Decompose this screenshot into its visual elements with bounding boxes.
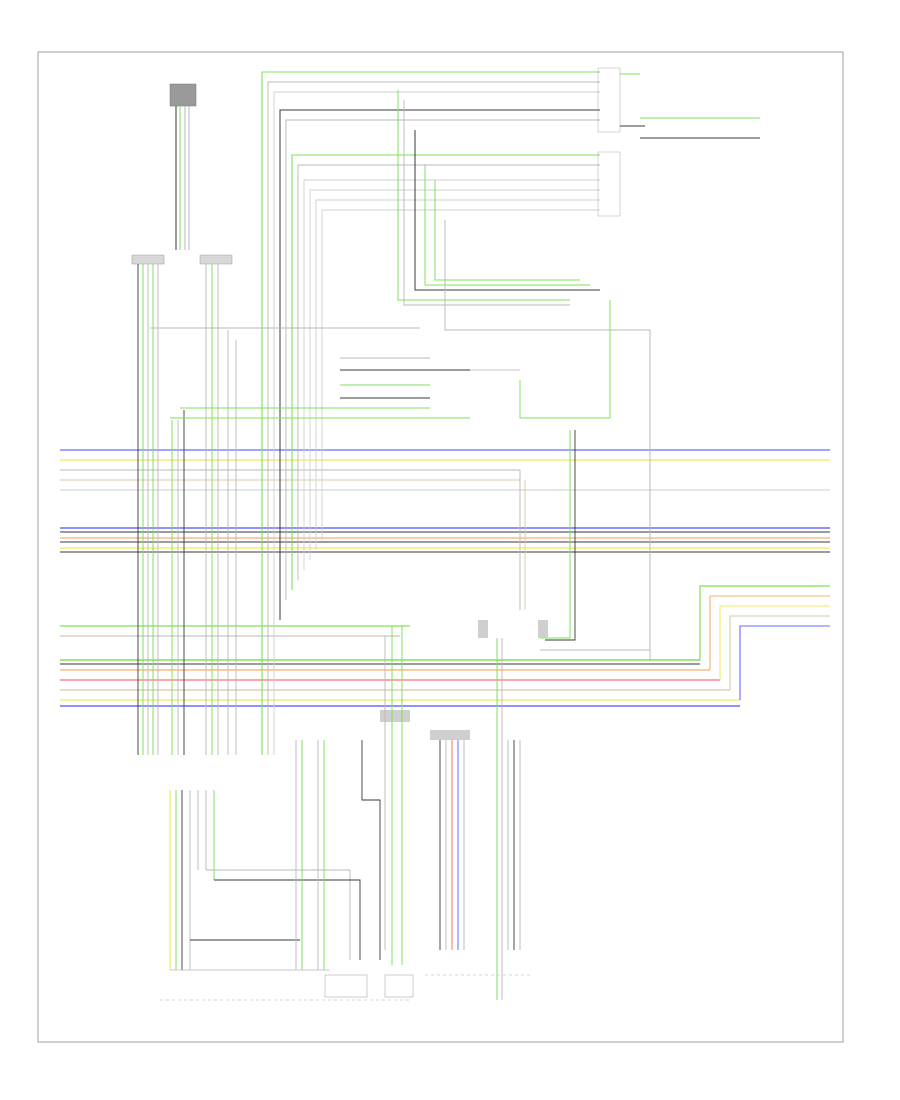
bus-lines-lower: [60, 585, 830, 707]
diagram-frame: [37, 51, 844, 1043]
bus-lines-upper: [60, 449, 830, 491]
top-left-component: [169, 83, 197, 250]
top-right-connector: [397, 67, 760, 660]
middle-switch-area: [150, 300, 651, 651]
vertical-harness-left: [137, 264, 237, 755]
vertical-harness-center: [261, 71, 600, 755]
left-connector-group: [131, 254, 233, 265]
instrument-control-head: [425, 730, 530, 976]
bus-lines-middle: [60, 527, 830, 553]
lower-center-switch: [380, 620, 548, 1000]
bottom-left-speakers: [160, 740, 414, 1001]
